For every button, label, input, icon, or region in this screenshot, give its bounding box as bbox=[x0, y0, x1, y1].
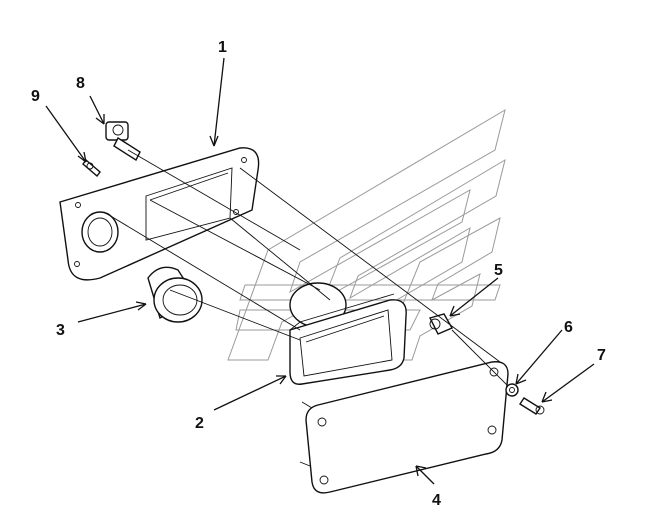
bulb bbox=[105, 121, 141, 162]
leader-lines bbox=[45, 57, 595, 485]
callout-4: 4 bbox=[432, 492, 441, 509]
rectangular-headlamp bbox=[289, 282, 407, 385]
callout-8: 8 bbox=[76, 75, 85, 92]
back-plate bbox=[299, 361, 509, 494]
bezel-plate bbox=[59, 147, 260, 281]
callout-2: 2 bbox=[195, 415, 204, 432]
bolt bbox=[519, 397, 545, 415]
callout-9: 9 bbox=[31, 88, 40, 105]
small-screw bbox=[82, 158, 101, 178]
assembly-lines bbox=[103, 149, 509, 387]
callout-7: 7 bbox=[597, 347, 606, 364]
callout-3: 3 bbox=[56, 322, 65, 339]
spacer bbox=[428, 313, 453, 335]
callout-5: 5 bbox=[494, 262, 503, 279]
round-lamp bbox=[147, 266, 203, 323]
washer bbox=[505, 383, 519, 397]
callout-1: 1 bbox=[218, 39, 227, 56]
callout-6: 6 bbox=[564, 319, 573, 336]
